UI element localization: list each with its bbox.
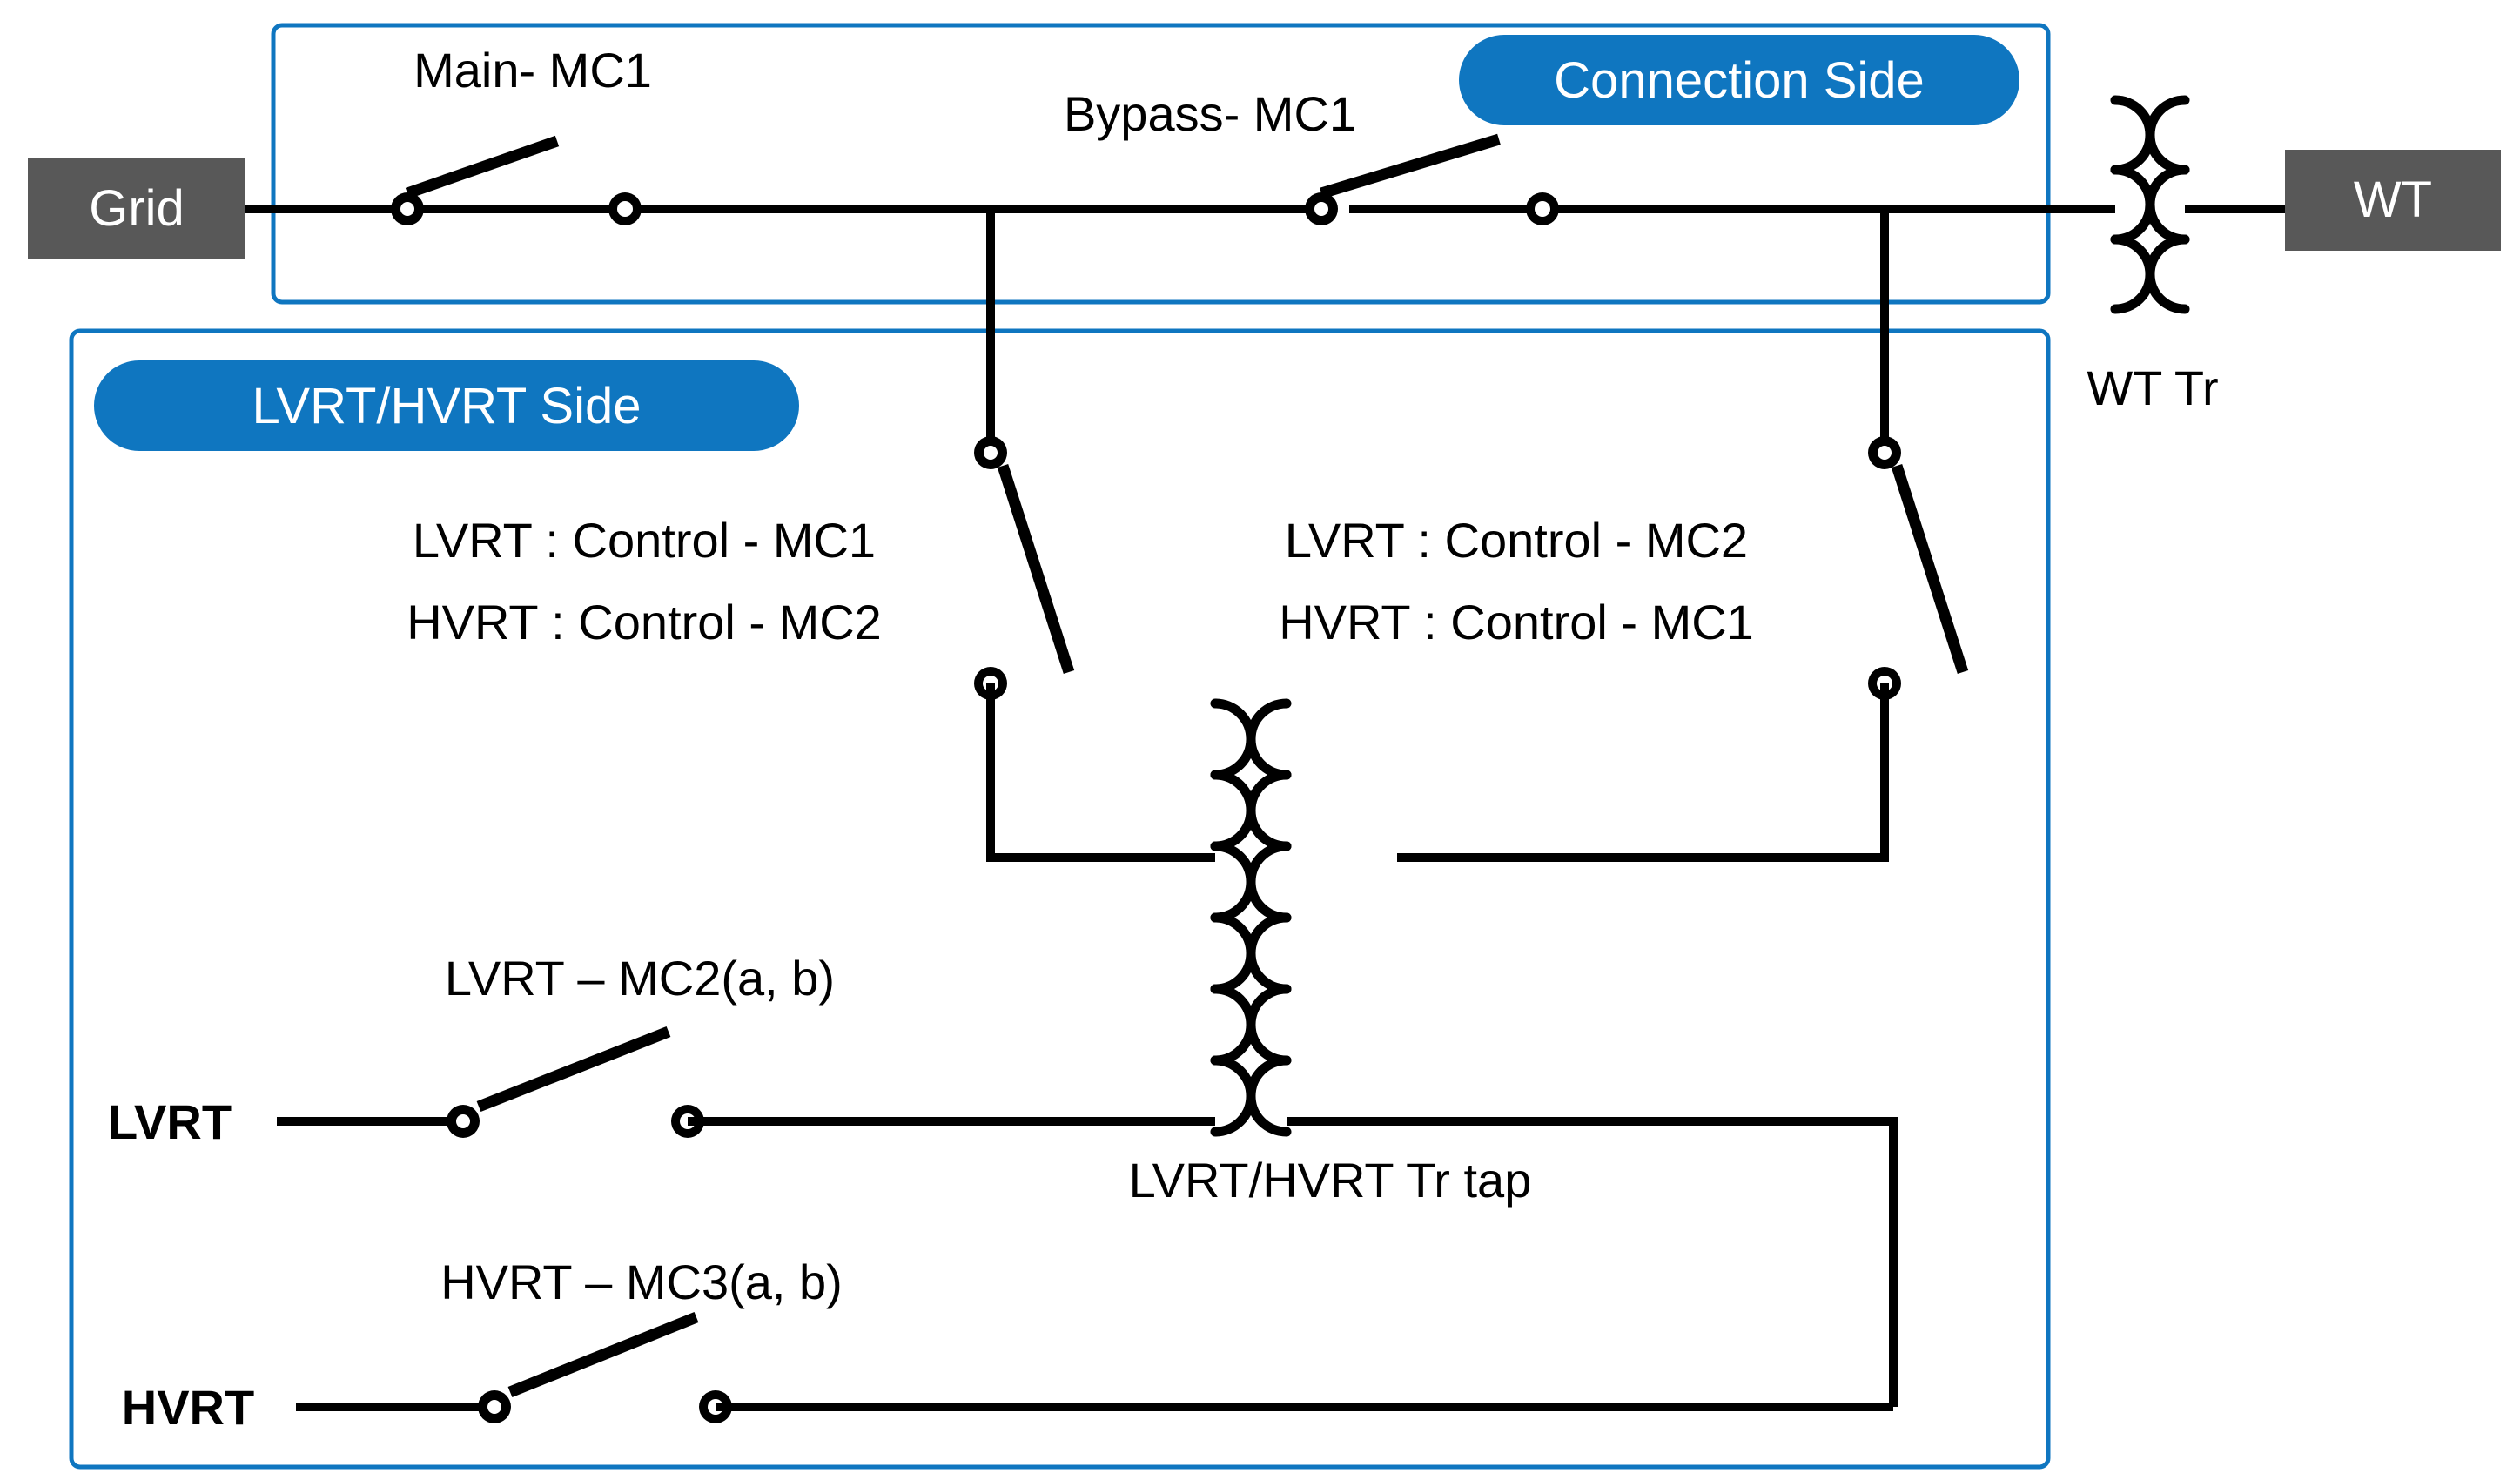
hvrt-terminal-label: HVRT bbox=[122, 1380, 254, 1435]
right-branch-lvrt-label: LVRT : Control - MC2 bbox=[1285, 513, 1748, 568]
lvrt-mc2-terminal-left[interactable] bbox=[447, 1105, 480, 1138]
main-mc1-label: Main- MC1 bbox=[413, 43, 652, 98]
right-branch-to-transformer-wire bbox=[1397, 683, 1889, 862]
bypass-mc1-terminal-right[interactable] bbox=[1526, 192, 1559, 225]
lvrt-hvrt-transformer-primary-coil bbox=[1210, 698, 1256, 1137]
lvrt-mc2-blade[interactable] bbox=[476, 1026, 671, 1113]
grid-block-label: Grid bbox=[89, 180, 185, 237]
grid-block: Grid bbox=[28, 158, 245, 259]
main-mc1-terminal-right[interactable] bbox=[608, 192, 642, 225]
wt-transformer-secondary-coil bbox=[2145, 95, 2190, 314]
bypass-mc1-label: Bypass- MC1 bbox=[1064, 86, 1356, 141]
transformer-secondary-return-wire bbox=[1287, 1117, 1898, 1407]
right-branch-blade[interactable] bbox=[1891, 464, 1969, 674]
left-branch-to-transformer-wire bbox=[986, 683, 1215, 862]
lvrt-mc2-label: LVRT – MC2(a, b) bbox=[445, 951, 835, 1006]
hvrt-mc3-terminal-left[interactable] bbox=[478, 1390, 511, 1423]
lvrt-terminal-label: LVRT bbox=[108, 1094, 232, 1149]
wt-transformer-primary-coil bbox=[2110, 95, 2155, 314]
left-branch-terminal-top[interactable] bbox=[974, 436, 1007, 469]
connection-side-group-box bbox=[271, 23, 2051, 305]
left-branch-lvrt-label: LVRT : Control - MC1 bbox=[413, 513, 876, 568]
hvrt-mc3-blade[interactable] bbox=[507, 1311, 699, 1398]
main-mc1-blade[interactable] bbox=[405, 135, 560, 199]
lvrt-hvrt-transformer-secondary-coil bbox=[1246, 698, 1292, 1137]
right-branch-hvrt-label: HVRT : Control - MC1 bbox=[1279, 595, 1754, 649]
wt-block-label: WT bbox=[2354, 172, 2432, 228]
lvrt-hvrt-side-group-box bbox=[69, 328, 2051, 1470]
wt-block: WT bbox=[2285, 150, 2501, 251]
lvrt-hvrt-side-pill-label: LVRT/HVRT Side bbox=[252, 378, 641, 434]
bypass-mc1-terminal-left[interactable] bbox=[1305, 192, 1338, 225]
lvrt-hvrt-tr-tap-label: LVRT/HVRT Tr tap bbox=[1129, 1153, 1532, 1208]
connection-side-pill: Connection Side bbox=[1459, 35, 2019, 125]
left-branch-blade[interactable] bbox=[997, 464, 1075, 674]
connection-side-pill-label: Connection Side bbox=[1554, 52, 1925, 109]
left-branch-hvrt-label: HVRT : Control - MC2 bbox=[407, 595, 882, 649]
right-branch-terminal-top[interactable] bbox=[1868, 436, 1901, 469]
bypass-mc1-blade[interactable] bbox=[1320, 133, 1501, 199]
lvrt-hvrt-side-pill: LVRT/HVRT Side bbox=[94, 360, 799, 451]
main-mc1-terminal-left[interactable] bbox=[391, 192, 424, 225]
wt-tr-label: WT Tr bbox=[2087, 360, 2218, 415]
hvrt-mc3-label: HVRT – MC3(a, b) bbox=[440, 1255, 843, 1309]
